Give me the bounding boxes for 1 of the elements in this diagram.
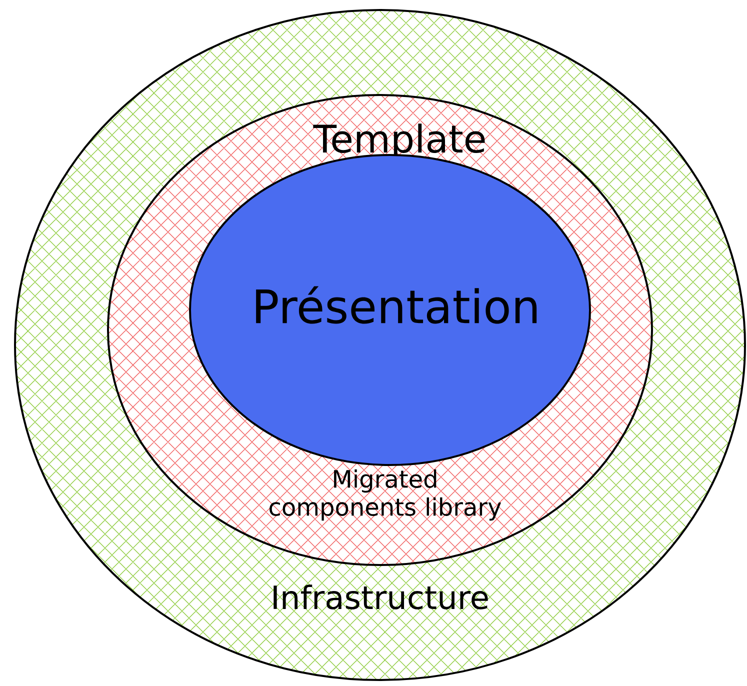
ring-label: Présentation [256, 286, 537, 324]
